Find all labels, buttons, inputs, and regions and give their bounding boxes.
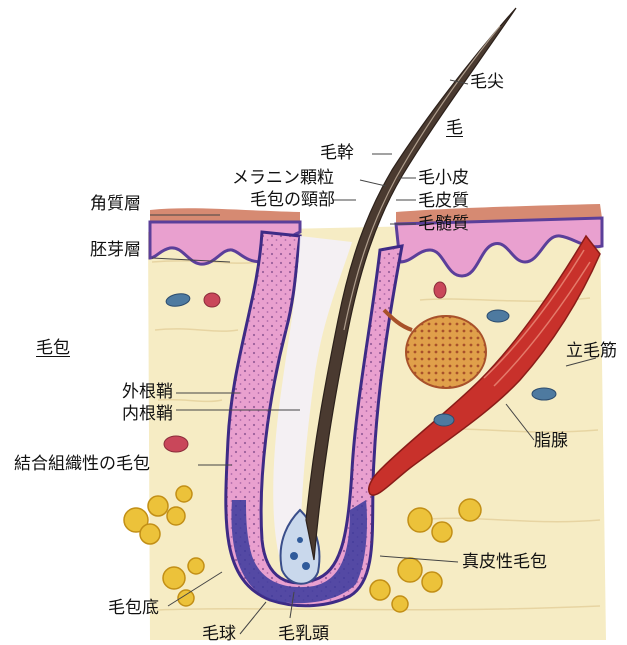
label-hair-shaft: 毛幹 [320,145,354,162]
label-arrector-pili: 立毛筋 [566,343,617,360]
label-hair-tip: 毛尖 [470,74,504,91]
label-hair-follicle: 毛包 [36,340,70,357]
label-hair: 毛 [446,120,463,137]
label-cortex: 毛皮質 [418,193,469,210]
sebaceous-gland-cells [406,316,486,388]
label-sebaceous-gland: 脂腺 [534,433,568,450]
label-cuticle: 毛小皮 [418,170,469,187]
label-inner-root-sheath: 内根鞘 [122,406,173,423]
label-germinal-layer: 胚芽層 [90,242,141,259]
label-hair-bulb: 毛球 [202,626,236,643]
label-medulla: 毛髄質 [418,216,469,233]
label-follicle-base: 毛包底 [108,600,159,617]
label-follicle-neck: 毛包の頸部 [250,192,335,209]
label-stratum-corneum: 角質層 [90,196,141,213]
label-outer-root-sheath: 外根鞘 [122,384,173,401]
label-dermal-papilla: 毛乳頭 [278,626,329,643]
label-melanin-granule: メラニン顆粒 [232,170,334,187]
label-dermal-follicle: 真皮性毛包 [462,554,547,571]
label-connective-follicle: 結合組織性の毛包 [14,456,150,473]
